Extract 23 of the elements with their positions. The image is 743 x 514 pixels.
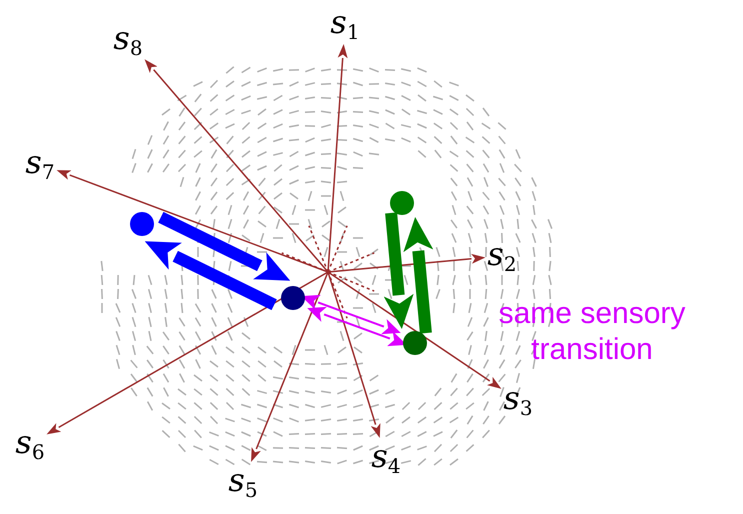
axis-label: s$_{5}$: [228, 464, 258, 500]
axis-arrow: [251, 272, 329, 462]
annotation-text: same sensory transition: [498, 296, 686, 368]
axis-label: s$_{7}$: [25, 146, 55, 182]
axis-label: s$_{8}$: [113, 22, 143, 58]
state-dot: [281, 286, 305, 310]
axis-label: s$_{4}$: [371, 440, 401, 476]
axis-arrow: [56, 170, 328, 273]
axis-arrow: [328, 271, 502, 389]
transition-arrow: [403, 216, 434, 334]
axis-arrow: [327, 272, 380, 438]
transition-arrow: [144, 241, 277, 310]
axis-label: s$_{3}$: [503, 382, 533, 418]
transition-arrow: [158, 212, 290, 281]
axis-arrow: [46, 271, 328, 434]
axis-arrow: [144, 59, 329, 272]
state-dot: [403, 331, 427, 355]
state-dot: [130, 212, 154, 236]
axis-label: s$_{6}$: [15, 426, 45, 462]
axis-label: s$_{1}$: [330, 6, 360, 42]
state-dot: [390, 191, 414, 215]
axis-label: s$_{2}$: [487, 238, 517, 274]
axis-arrow: [327, 44, 348, 272]
